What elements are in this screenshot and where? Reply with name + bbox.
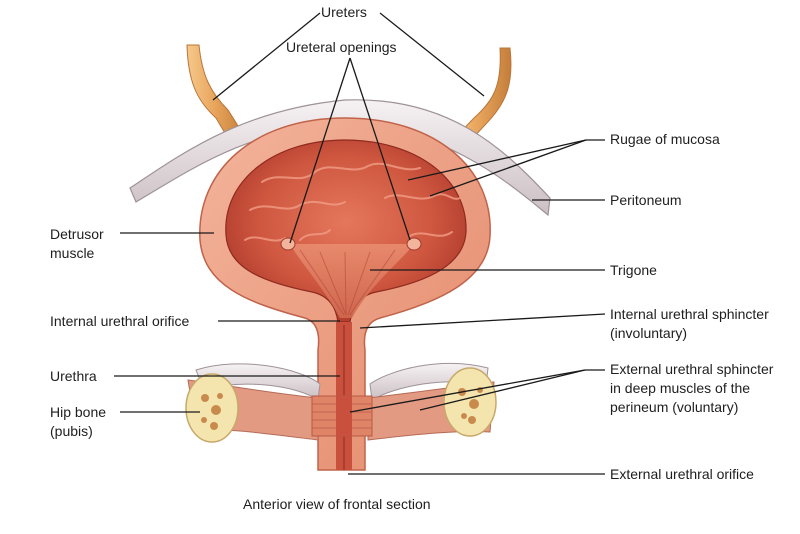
label-detrusor-line2: muscle [50,245,95,261]
label-rugae-text: Rugae of mucosa [610,131,720,147]
label-internal-sphincter-line2: (involuntary) [610,325,688,341]
label-external-sphincter-line1: External urethral sphincter [610,361,774,377]
label-external-orifice: External urethral orifice [610,465,754,484]
label-ureteral-openings: Ureteral openings [286,38,397,57]
label-internal-sphincter-line1: Internal urethral sphincter [610,306,769,322]
label-external-orifice-text: External urethral orifice [610,466,754,482]
label-urethra: Urethra [50,367,97,386]
label-peritoneum-text: Peritoneum [610,192,682,208]
label-internal-orifice-text: Internal urethral orifice [50,313,190,329]
label-trigone: Trigone [610,261,657,280]
label-external-sphincter-line3: perineum (voluntary) [610,399,739,415]
left-ureteral-opening [280,237,296,251]
label-rugae: Rugae of mucosa [610,130,720,149]
label-hip-bone: Hip bone (pubis) [50,403,106,441]
label-peritoneum: Peritoneum [610,191,682,210]
label-hip-bone-line2: (pubis) [50,423,93,439]
right-ureteral-opening [406,237,422,251]
label-hip-bone-line1: Hip bone [50,404,107,420]
label-urethra-text: Urethra [50,368,97,384]
label-internal-sphincter: Internal urethral sphincter (involuntary… [610,305,769,343]
label-ureteral-openings-text: Ureteral openings [286,39,397,55]
leader-lines [114,12,606,475]
right-pubis [367,362,497,441]
label-external-sphincter-line2: in deep muscles of the [610,380,751,396]
rugae-folds [244,162,461,242]
label-trigone-text: Trigone [610,262,657,278]
trigone-region [290,244,414,318]
trigone-striations [299,249,396,316]
label-detrusor-line1: Detrusor [50,226,104,242]
left-pubis [185,363,321,443]
label-ureters: Ureters [321,3,367,22]
label-ureters-text: Ureters [321,4,367,20]
figure-caption: Anterior view of frontal section [243,496,431,512]
label-internal-orifice: Internal urethral orifice [50,312,189,331]
label-external-sphincter: External urethral sphincter in deep musc… [610,360,773,417]
label-detrusor-muscle: Detrusor muscle [50,225,104,263]
